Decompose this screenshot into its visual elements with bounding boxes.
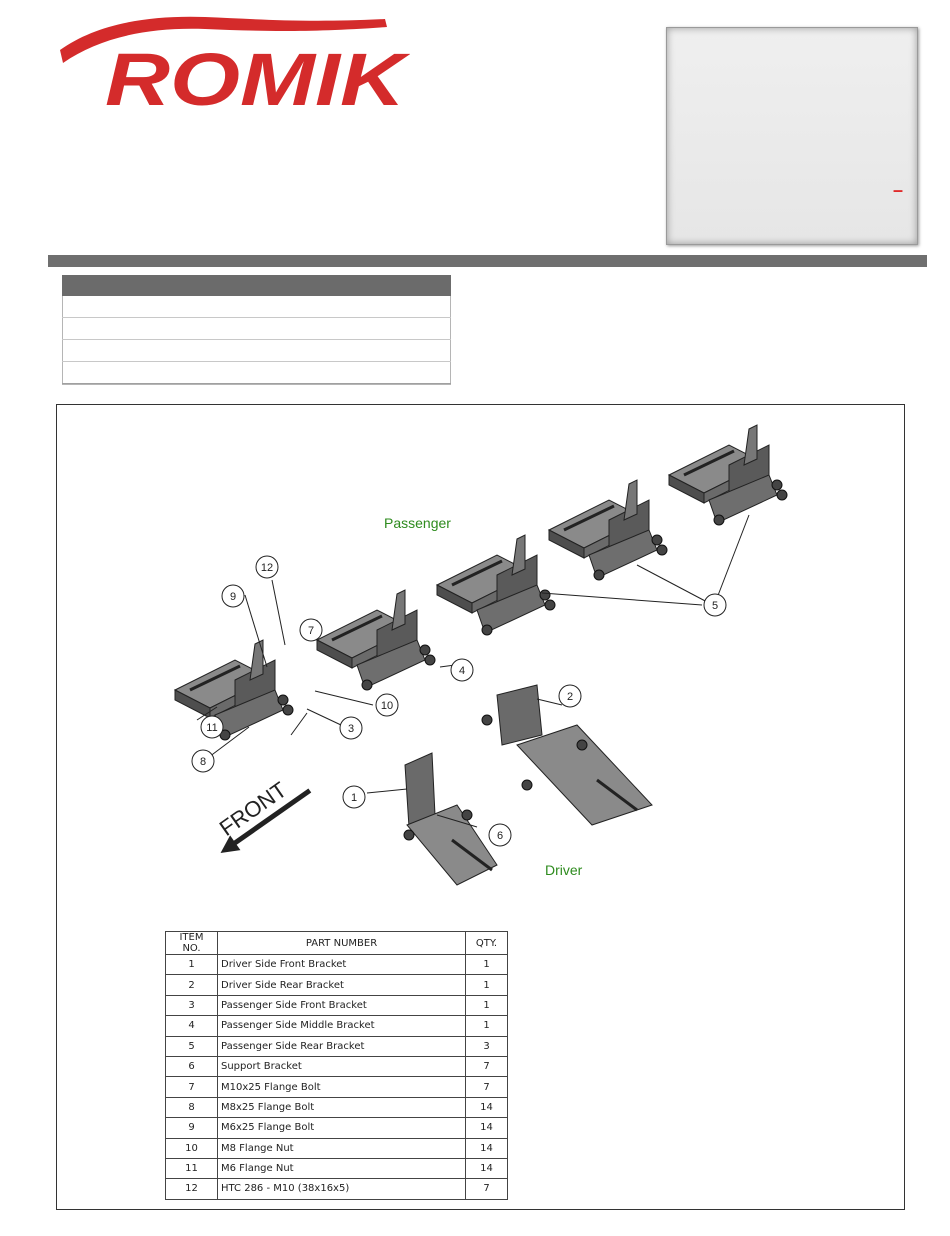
item-no: 5 [165, 1035, 218, 1057]
callout-4: 4 [450, 658, 474, 682]
svg-text:12: 12 [261, 562, 273, 574]
callout-12: 12 [255, 555, 279, 579]
product-mark: – [892, 180, 903, 200]
passenger-rear-bracket-b [547, 478, 669, 582]
callout-1: 1 [342, 785, 366, 809]
callout-3: 3 [339, 716, 363, 740]
qty: 7 [465, 1076, 508, 1098]
romik-logo: ROMIK [60, 16, 410, 115]
item-no: 10 [165, 1137, 218, 1159]
part-number: Support Bracket [217, 1055, 466, 1078]
svg-text:11: 11 [206, 722, 217, 734]
qty: 7 [465, 1178, 508, 1200]
passenger-front-bracket [173, 638, 295, 742]
passenger-label: Passenger [384, 515, 451, 531]
qty: 1 [465, 953, 508, 976]
header-qty: QTY. [465, 931, 508, 955]
qty: 14 [465, 1157, 508, 1180]
spec-table [62, 275, 451, 384]
callout-5: 5 [703, 593, 727, 617]
qty: 14 [465, 1137, 508, 1159]
svg-text:3: 3 [348, 723, 354, 735]
part-number: Passenger Side Front Bracket [217, 994, 466, 1017]
passenger-rear-bracket-a [667, 423, 789, 527]
qty: 1 [465, 974, 508, 996]
part-number: Passenger Side Rear Bracket [217, 1035, 466, 1057]
svg-text:10: 10 [381, 700, 393, 712]
header-divider [48, 255, 927, 267]
header-part: PART NUMBER [217, 931, 466, 955]
item-no: 8 [165, 1096, 218, 1119]
svg-text:1: 1 [351, 792, 357, 804]
header-item: ITEM NO. [165, 931, 218, 955]
svg-text:9: 9 [230, 591, 236, 603]
front-arrow: FRONT [215, 777, 312, 854]
item-no: 6 [165, 1055, 218, 1078]
callout-10: 10 [375, 693, 399, 717]
item-no: 1 [165, 953, 218, 976]
exploded-diagram: 1 2 3 4 5 6 7 8 9 10 11 12 FRONT Passeng… [56, 404, 905, 1210]
passenger-rear-bracket-c [435, 533, 557, 637]
callout-8: 8 [191, 749, 215, 773]
callout-11: 11 [200, 715, 224, 739]
svg-text:2: 2 [567, 691, 573, 703]
item-no: 9 [165, 1117, 218, 1139]
item-no: 4 [165, 1015, 218, 1037]
part-number: M8x25 Flange Bolt [217, 1096, 466, 1119]
part-number: M6 Flange Nut [217, 1157, 466, 1180]
qty: 7 [465, 1055, 508, 1078]
svg-text:8: 8 [200, 756, 206, 768]
item-no: 11 [165, 1157, 218, 1180]
item-no: 3 [165, 994, 218, 1017]
driver-rear-bracket [481, 684, 653, 826]
qty: 14 [465, 1096, 508, 1119]
callout-2: 2 [558, 684, 582, 708]
driver-label: Driver [545, 862, 583, 878]
item-no: 12 [165, 1178, 218, 1200]
svg-text:6: 6 [497, 830, 503, 842]
callout-7: 7 [299, 618, 323, 642]
qty: 1 [465, 1015, 508, 1037]
svg-text:4: 4 [459, 665, 465, 677]
callout-6: 6 [488, 823, 512, 847]
svg-text:7: 7 [308, 625, 314, 637]
qty: 1 [465, 994, 508, 1017]
qty: 14 [465, 1117, 508, 1139]
part-number: Passenger Side Middle Bracket [217, 1015, 466, 1037]
qty: 3 [465, 1035, 508, 1057]
part-number: M10x25 Flange Bolt [217, 1076, 466, 1098]
item-no: 7 [165, 1076, 218, 1098]
svg-text:5: 5 [712, 600, 718, 612]
passenger-middle-bracket [315, 588, 437, 692]
bracket-drawing: 1 2 3 4 5 6 7 8 9 10 11 12 FRONT [173, 423, 789, 886]
part-number: Driver Side Front Bracket [217, 953, 466, 976]
brand-name: ROMIK [105, 38, 410, 115]
product-image-box: – [666, 27, 918, 245]
part-number: Driver Side Rear Bracket [217, 974, 466, 996]
part-number: M8 Flange Nut [217, 1137, 466, 1159]
driver-front-bracket [403, 752, 498, 886]
callout-9: 9 [221, 584, 245, 608]
part-number: HTC 286 - M10 (38x16x5) [217, 1178, 466, 1200]
part-number: M6x25 Flange Bolt [217, 1117, 466, 1139]
item-no: 2 [165, 974, 218, 996]
